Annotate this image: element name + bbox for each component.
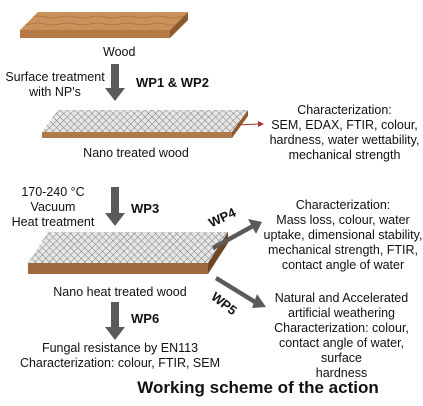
fungal-line-2: Characterization: colour, FTIR, SEM <box>19 356 221 370</box>
arrow-wp3 <box>105 187 125 226</box>
char2-line-1: Characterization: <box>295 198 391 212</box>
label-wp6: WP6 <box>131 311 160 326</box>
heat-treatment-line-3: Heat treatment <box>11 215 95 229</box>
wood-board-icon <box>20 12 188 38</box>
weathering-line-4: contact angle of water, surface <box>278 336 405 365</box>
characterization-1: Characterization: SEM, EDAX, FTIR, colou… <box>266 103 423 163</box>
heat-treatment-line-2: Vacuum <box>30 200 76 214</box>
heat-treatment-line-1: 170-240 °C <box>21 185 85 199</box>
char2-line-2: Mass loss, colour, water <box>276 213 410 227</box>
arrow-wp4 <box>212 219 262 250</box>
char1-line-1: Characterization: <box>297 103 392 117</box>
arrow-wp1-wp2 <box>105 64 125 101</box>
char2-line-5: contact angle of water <box>281 258 405 272</box>
char1-line-3: hardness, water wettability, <box>269 133 420 147</box>
weathering-block: Natural and Accelerated artificial weath… <box>260 291 423 381</box>
label-wood: Wood <box>103 45 136 59</box>
arrow-characterization-1 <box>237 121 264 127</box>
nano-heat-treated-board-icon <box>28 232 228 274</box>
char2-line-3: uptake, dimensional stability, <box>263 228 423 242</box>
label-wp3: WP3 <box>131 201 160 216</box>
weathering-line-5: hardness <box>315 366 368 380</box>
fungal-block: Fungal resistance by EN113 Characterizat… <box>0 341 240 371</box>
weathering-line-3: Characterization: colour, <box>274 321 409 335</box>
surface-treatment-line-1: Surface treatment <box>5 70 105 84</box>
char2-line-4: mechanical strength, FTIR, <box>267 243 419 257</box>
fungal-line-1: Fungal resistance by EN113 <box>41 341 199 355</box>
label-heat-treatment: 170-240 °C Vacuum Heat treatment <box>0 185 106 230</box>
arrow-wp6 <box>105 302 125 340</box>
characterization-2: Characterization: Mass loss, colour, wat… <box>263 198 423 273</box>
surface-treatment-line-2: with NP's <box>29 85 81 99</box>
label-nano-heat-treated-wood: Nano heat treated wood <box>53 285 187 299</box>
weathering-line-1: Natural and Accelerated <box>274 291 409 305</box>
label-surface-treatment: Surface treatment with NP's <box>0 70 110 100</box>
char1-line-4: mechanical strength <box>288 148 401 162</box>
label-wp1-wp2: WP1 & WP2 <box>136 75 209 90</box>
weathering-line-2: artificial weathering <box>288 306 395 320</box>
page-title: Working scheme of the action <box>137 378 379 397</box>
label-nano-treated-wood: Nano treated wood <box>83 146 189 160</box>
arrow-wp5 <box>215 276 266 308</box>
nano-treated-board-icon <box>42 110 248 138</box>
char1-line-2: SEM, EDAX, FTIR, colour, <box>271 118 418 132</box>
